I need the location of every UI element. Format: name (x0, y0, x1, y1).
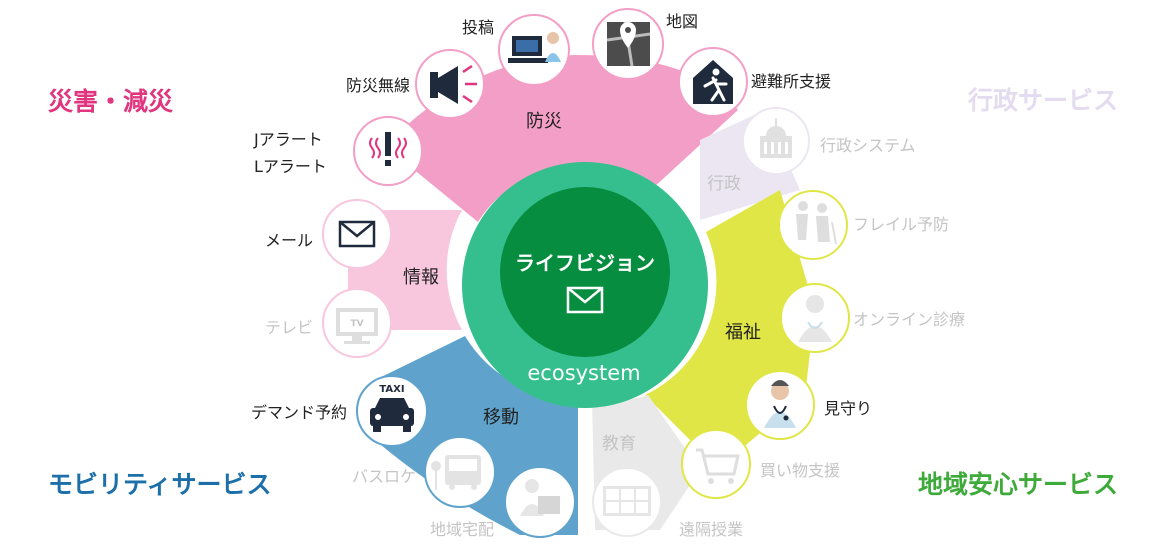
service-bosai-musen: 防災無線 (346, 49, 485, 119)
service-label-toko: 投稿 (462, 18, 494, 37)
center-title: ライフビジョン (515, 251, 655, 275)
remote-class-icon (603, 486, 651, 516)
sector-label-kyoiku: 教育 (602, 434, 636, 454)
service-label-demand: デマンド予約 (251, 403, 347, 422)
service-label-mail: メール (265, 231, 313, 250)
service-kaimono: 買い物支援 (681, 429, 840, 499)
service-demand: TAXI デマンド予約 (251, 375, 428, 447)
tv-icon-text: TV (350, 319, 363, 329)
caregiver-icon (764, 380, 796, 428)
category-mobility: モビリティサービス (48, 470, 272, 499)
category-safety: 地域安心サービス (918, 470, 1118, 499)
sector-labels: 防災 行政 情報 福祉 移動 教育 (403, 111, 761, 454)
service-label-mimamori: 見守り (824, 399, 872, 418)
service-busloca: バスロケ (352, 436, 496, 508)
megaphone-icon (430, 64, 477, 104)
envelope-icon (566, 286, 604, 314)
service-label-kaimono: 買い物支援 (760, 461, 840, 480)
ecosystem-label: ecosystem (527, 361, 640, 385)
taxi-icon-text: TAXI (379, 384, 404, 395)
service-mimamori: 見守り (745, 370, 872, 440)
service-jalert: Jアラート Lアラート (253, 116, 423, 186)
category-admin: 行政サービス (967, 86, 1118, 115)
mail-icon (338, 220, 376, 248)
service-label-jalert: Jアラート (253, 130, 323, 149)
service-label-takuhai: 地域宅配 (430, 520, 494, 539)
service-takuhai: 地域宅配 (430, 466, 576, 539)
service-label-enkaku: 遠隔授業 (679, 520, 743, 539)
sector-label-joho: 情報 (403, 267, 439, 288)
service-tv: TV テレビ (265, 288, 392, 358)
delivery-icon (520, 479, 560, 516)
bus-stop-icon (431, 455, 481, 490)
service-online: オンライン診療 (780, 283, 965, 353)
sector-label-ido: 移動 (483, 407, 519, 428)
service-hinanjo: 避難所支援 (678, 47, 831, 117)
tv-icon: TV (336, 308, 378, 344)
core-circle (500, 187, 670, 357)
service-label-tv: テレビ (265, 318, 313, 337)
map-icon (606, 21, 651, 67)
doctor-icon (798, 295, 832, 342)
service-label-frail: フレイル予防 (853, 215, 949, 234)
service-label-hinanjo: 避難所支援 (751, 72, 831, 91)
center-hub: ライフビジョン ecosystem (462, 162, 708, 408)
service-label-gyosei-system: 行政システム (820, 136, 916, 155)
evacuation-shelter-icon (693, 60, 733, 104)
service-chizu: 地図 (592, 8, 698, 80)
service-frail: フレイル予防 (778, 190, 949, 260)
taxi-icon: TAXI (370, 384, 414, 432)
service-label-bosai-musen: 防災無線 (346, 76, 410, 95)
sector-label-fukushi: 福祉 (725, 322, 761, 343)
service-label-lalert: Lアラート (254, 157, 327, 176)
service-toko: 投稿 (462, 14, 570, 86)
service-label-chizu: 地図 (666, 12, 698, 31)
posting-icon (508, 32, 561, 63)
service-label-online: オンライン診療 (853, 310, 965, 329)
shopping-cart-icon (696, 448, 740, 484)
service-gyosei-system: 行政システム (742, 107, 916, 175)
alert-icon (369, 132, 407, 166)
elderly-walking-icon (796, 201, 837, 245)
government-building-icon (760, 118, 792, 158)
service-label-busloca: バスロケ (352, 467, 416, 486)
category-titles: 災害・減災 行政サービス モビリティサービス 地域安心サービス (48, 86, 1118, 499)
sector-label-bosai: 防災 (526, 111, 562, 132)
sector-label-gyosei: 行政 (707, 174, 741, 194)
category-disaster: 災害・減災 (48, 87, 174, 116)
service-mail: メール (265, 199, 392, 269)
service-enkaku: 遠隔授業 (592, 467, 743, 539)
